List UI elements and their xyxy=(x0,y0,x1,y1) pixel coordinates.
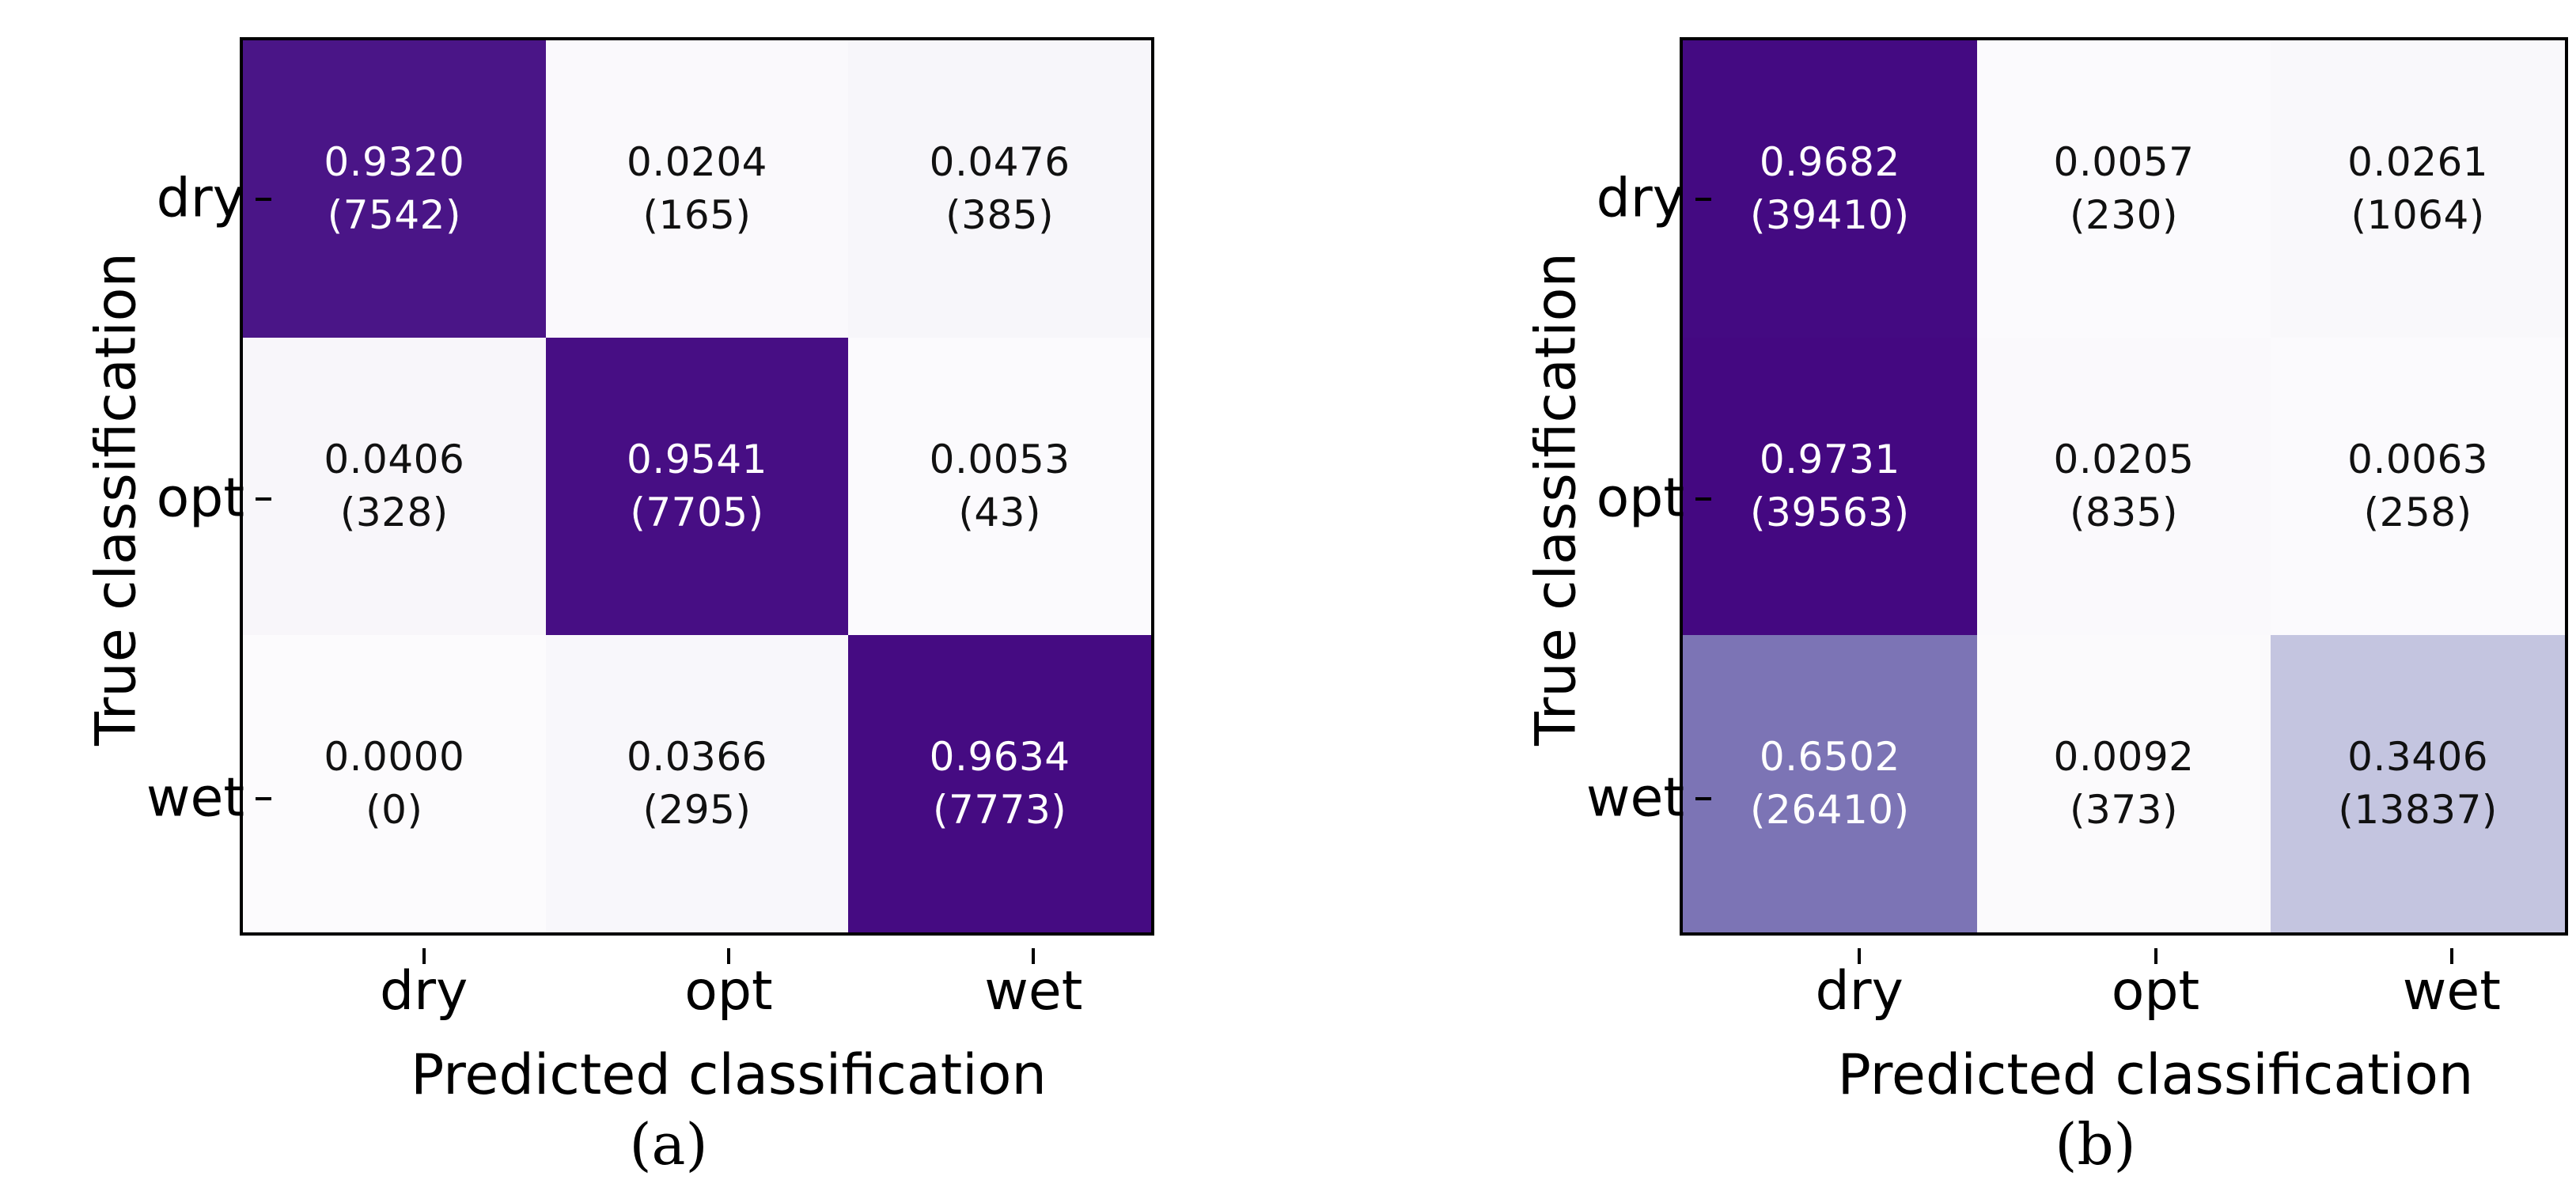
cell-fraction: 0.3406 xyxy=(2347,734,2489,780)
x-tick-label-wet: wet xyxy=(984,960,1083,1023)
x-tick-mark xyxy=(727,948,730,964)
x-tick-label-dry: dry xyxy=(1815,960,1904,1023)
x-tick-mark xyxy=(1032,948,1036,964)
cell-fraction: 0.0057 xyxy=(2053,139,2195,185)
cell-fraction: 0.9634 xyxy=(929,734,1070,780)
x-tick-label-wet: wet xyxy=(2402,960,2501,1023)
cell-count: (7773) xyxy=(933,787,1067,833)
cell-count: (39563) xyxy=(1750,490,1910,535)
matrix-cell-wet-wet: 0.3406 (13837) xyxy=(2271,635,2565,932)
x-axis-title: Predicted classification xyxy=(1837,1042,2474,1107)
cell-fraction: 0.6502 xyxy=(1759,734,1900,780)
y-tick-mark xyxy=(1695,497,1711,501)
cell-count: (258) xyxy=(2363,490,2472,535)
x-tick-label-opt: opt xyxy=(2111,960,2200,1023)
matrix-cell-dry-opt: 0.0057 (230) xyxy=(1976,40,2271,338)
matrix-plot-area-b: 0.9682 (39410) 0.0057 (230) 0.0261 (1064) 0.97… xyxy=(1680,37,2568,936)
cell-fraction: 0.0204 xyxy=(627,139,767,185)
y-tick-label-opt: opt xyxy=(1596,467,1684,530)
cell-count: (373) xyxy=(2070,787,2178,833)
matrix-cell-wet-opt: 0.0366 (295) xyxy=(545,635,849,932)
cell-count: (7705) xyxy=(630,490,764,535)
x-tick-mark xyxy=(1858,948,1862,964)
x-axis-title: Predicted classification xyxy=(411,1042,1047,1107)
cell-fraction: 0.0000 xyxy=(324,734,465,780)
cell-count: (43) xyxy=(958,490,1041,535)
cell-count: (328) xyxy=(339,490,449,535)
matrix-cell-opt-dry: 0.9731 (39563) xyxy=(1683,338,1977,635)
cell-count: (7542) xyxy=(327,192,461,238)
matrix-cell-opt-wet: 0.0053 (43) xyxy=(848,338,1151,635)
panel-caption-b: (b) xyxy=(2055,1111,2136,1178)
matrix-cell-opt-wet: 0.0063 (258) xyxy=(2271,338,2565,635)
cell-count: (1064) xyxy=(2351,192,2485,238)
confusion-matrix-panel-b: True classification 0.9682 (39410) 0.0057 (… xyxy=(32,13,2568,1178)
matrix-cell-dry-opt: 0.0204 (165) xyxy=(545,40,849,338)
cell-fraction: 0.9682 xyxy=(1759,139,1900,185)
cell-fraction: 0.0092 xyxy=(2053,734,2195,780)
matrix-cell-wet-wet: 0.9634 (7773) xyxy=(848,635,1151,932)
cell-fraction: 0.9731 xyxy=(1759,437,1900,482)
y-tick-label-dry: dry xyxy=(156,167,244,230)
matrix-cell-dry-wet: 0.0476 (385) xyxy=(848,40,1151,338)
cell-count: (39410) xyxy=(1750,192,1910,238)
cell-fraction: 0.0063 xyxy=(2347,437,2489,482)
cell-fraction: 0.0053 xyxy=(929,437,1070,482)
matrix-cell-wet-dry: 0.6502 (26410) xyxy=(1683,635,1977,932)
cell-fraction: 0.9541 xyxy=(627,437,767,482)
cell-fraction: 0.0406 xyxy=(324,437,465,482)
x-tick-mark xyxy=(2154,948,2157,964)
matrix-plot-area-a: 0.9320 (7542) 0.0204 (165) 0.0476 (385) 0.0406… xyxy=(240,37,1154,936)
matrix-cell-opt-opt: 0.0205 (835) xyxy=(1976,338,2271,635)
cell-count: (165) xyxy=(642,192,752,238)
cell-fraction: 0.9320 xyxy=(324,139,465,185)
y-tick-label-wet: wet xyxy=(1585,766,1684,830)
matrix-cell-dry-dry: 0.9682 (39410) xyxy=(1683,40,1977,338)
cell-fraction: 0.0366 xyxy=(627,734,767,780)
matrix-cell-opt-opt: 0.9541 (7705) xyxy=(545,338,849,635)
y-tick-mark xyxy=(256,796,271,800)
cell-fraction: 0.0476 xyxy=(929,139,1070,185)
cell-count: (385) xyxy=(945,192,1055,238)
y-tick-mark xyxy=(256,198,271,202)
y-tick-label-dry: dry xyxy=(1596,167,1684,230)
cell-count: (295) xyxy=(642,787,752,833)
y-axis-title: True classification xyxy=(1523,252,1589,746)
y-axis-title: True classification xyxy=(83,252,149,746)
matrix-cell-opt-dry: 0.0406 (328) xyxy=(243,338,546,635)
matrix-cell-dry-dry: 0.9320 (7542) xyxy=(243,40,546,338)
cell-count: (13837) xyxy=(2338,787,2498,833)
y-tick-label-wet: wet xyxy=(146,766,244,830)
x-tick-mark xyxy=(2449,948,2453,964)
cell-count: (230) xyxy=(2070,192,2178,238)
cell-count: (835) xyxy=(2070,490,2178,535)
matrix-cell-wet-dry: 0.0000 (0) xyxy=(243,635,546,932)
x-tick-label-dry: dry xyxy=(379,960,468,1023)
y-tick-mark xyxy=(1695,796,1711,800)
y-tick-mark xyxy=(1695,198,1711,202)
matrix-cell-dry-wet: 0.0261 (1064) xyxy=(2271,40,2565,338)
panel-caption-a: (a) xyxy=(629,1111,708,1178)
cell-fraction: 0.0205 xyxy=(2053,437,2195,482)
x-tick-mark xyxy=(422,948,426,964)
cell-count: (0) xyxy=(366,787,423,833)
cell-fraction: 0.0261 xyxy=(2347,139,2489,185)
x-tick-label-opt: opt xyxy=(684,960,773,1023)
y-tick-label-opt: opt xyxy=(156,467,244,530)
cell-count: (26410) xyxy=(1750,787,1910,833)
matrix-cell-wet-opt: 0.0092 (373) xyxy=(1976,635,2271,932)
y-tick-mark xyxy=(256,497,271,501)
confusion-matrix-panel-a: True classification 0.9320 (7542) 0.0204 (1… xyxy=(32,13,2544,1178)
